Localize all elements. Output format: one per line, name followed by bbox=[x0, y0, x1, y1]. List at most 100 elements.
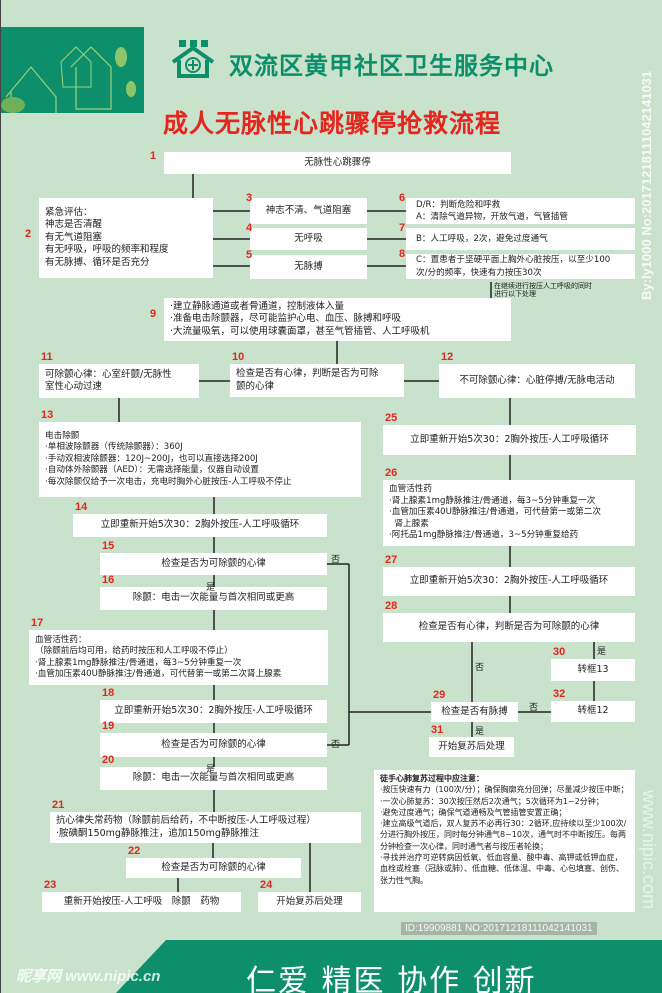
org-name: 双流区黄甲社区卫生服务中心 bbox=[229, 52, 554, 80]
flow-box-19: 检查是否为可除颤的心律 bbox=[100, 733, 327, 757]
flow-box-11: 可除颤心律：心室纤颤/无脉性室性心动过速 bbox=[39, 364, 199, 398]
step-number: 16 bbox=[102, 574, 115, 586]
flow-box-17: 血管活性药：（除颤前后均可用，给药时按压和人工呼吸不停止）·肾上腺素1mg静脉推… bbox=[29, 630, 328, 685]
flow-box-4: 无呼吸 bbox=[250, 228, 367, 250]
box-text-line: 转框12 bbox=[577, 705, 609, 717]
house-leaf-banner bbox=[1, 27, 144, 113]
step-number: 23 bbox=[44, 879, 57, 891]
note-item: ·建立高级气道后，双人复苏不必再行30：2循环,应持续以至少100次/分进行胸外… bbox=[380, 819, 627, 851]
box-text-line: 除颤：电击一次能量与首次相同或更高 bbox=[132, 592, 295, 604]
flow-box-16: 除颤：电击一次能量与首次相同或更高 bbox=[100, 587, 327, 610]
box-text-line: 检查是否为可除颤的心律 bbox=[161, 738, 266, 750]
flow-box-32: 转框12 bbox=[551, 701, 635, 722]
note-line: 在继续进行按压人工呼吸的同时 bbox=[494, 282, 592, 290]
box-text-line: A：清除气道异物，开放气道，气管插管 bbox=[416, 212, 568, 222]
box-text-line: 有无呼吸，呼吸的频率和程度 bbox=[45, 244, 169, 256]
step-number: 19 bbox=[102, 720, 115, 732]
box-text-line: 颤的心律 bbox=[236, 380, 275, 392]
step-number: 2 bbox=[25, 228, 32, 240]
flow-box-10: 检查是否有心律，判断是否为可除颤的心律 bbox=[230, 364, 404, 397]
box-text-line: 检查是否为可除颤的心律 bbox=[161, 861, 266, 873]
flow-box-5: 无脉搏 bbox=[250, 255, 367, 279]
continue-note: 在继续进行按压人工呼吸的同时进行以下处理 bbox=[494, 282, 592, 298]
step-number: 14 bbox=[75, 501, 88, 513]
box-text-line: ·大流量吸氧，可以使用球囊面罩，甚至气管插管、人工呼吸机 bbox=[170, 325, 430, 337]
step-number: 27 bbox=[385, 554, 398, 566]
box-text-line: 检查是否有脉搏 bbox=[441, 705, 508, 717]
box-text-line: 立即重新开始5次30：2胸外按压-人工呼吸循环 bbox=[114, 705, 313, 717]
step-number: 18 bbox=[102, 687, 115, 699]
flow-box-18: 立即重新开始5次30：2胸外按压-人工呼吸循环 bbox=[100, 700, 327, 723]
step-number: 20 bbox=[102, 754, 115, 766]
note-item: ·一次心肺复苏：30次按压然后2次通气；5次循环为1~2分钟； bbox=[380, 796, 604, 806]
precautions-notes: 徒手心肺复苏过程中应注意： ·按压快速有力（100次/分）；确保胸廓充分回弹；尽… bbox=[374, 770, 635, 912]
flow-box-3: 神志不清、气道阻塞 bbox=[250, 198, 367, 224]
slogan: 仁爱 精医 协作 创新 bbox=[246, 964, 537, 993]
no-label: 否 bbox=[475, 663, 485, 673]
box-text-line: D/R：判断危险和呼救 bbox=[416, 199, 501, 210]
flow-box-28: 检查是否有心律，判断是否为可除颤的心律 bbox=[383, 613, 635, 642]
box-text-line: 立即重新开始5次30：2胸外按压-人工呼吸循环 bbox=[100, 519, 300, 531]
box-text-line: ·血管加压素40U静脉推注/骨通道，可代替第一或第二次 bbox=[389, 507, 601, 518]
box-text-line: 电击除颤 bbox=[45, 430, 80, 441]
box-text-line: 神志是否清醒 bbox=[45, 219, 103, 231]
flow-box-9: ·建立静脉通道或者骨通道，控制液体入量·准备电击除颤器，尽可能监护心电、血压、脉… bbox=[164, 298, 511, 341]
step-number: 30 bbox=[553, 646, 566, 658]
box-text-line: 可除颤心律：心室纤颤/无脉性 bbox=[45, 368, 172, 380]
flow-box-22: 检查是否为可除颤的心律 bbox=[126, 858, 301, 878]
step-number: 11 bbox=[41, 351, 53, 363]
step-number: 29 bbox=[433, 689, 446, 701]
step-number: 9 bbox=[150, 308, 157, 320]
step-number: 3 bbox=[246, 192, 253, 204]
box-text-line: 开始复苏后处理 bbox=[276, 895, 343, 907]
box-text-line: 立即重新开始5次30：2胸外按压-人工呼吸循环 bbox=[410, 433, 609, 445]
step-number: 21 bbox=[52, 799, 65, 811]
step-number: 8 bbox=[399, 248, 406, 260]
house-icon bbox=[1, 46, 136, 113]
step-number: 25 bbox=[385, 412, 398, 424]
box-text-line: 血管活性药： bbox=[35, 634, 87, 645]
box-text-line: 检查是否为可除颤的心律 bbox=[161, 557, 266, 569]
note-item: ·寻找并治疗可逆转病因低氧、低血容量、酸中毒、高钾或低钾血症，血栓或栓塞（冠脉或… bbox=[380, 853, 624, 885]
box-text-line: ·手动双相波除颤器：120J~200J，也可以直接选择200J bbox=[45, 453, 258, 464]
flow-box-27: 立即重新开始5次30：2胸外按压-人工呼吸循环 bbox=[383, 567, 635, 596]
flow-box-14: 立即重新开始5次30：2胸外按压-人工呼吸循环 bbox=[73, 514, 327, 537]
step-number: 6 bbox=[399, 192, 406, 204]
footer-band bbox=[116, 940, 662, 993]
note-line: 进行以下处理 bbox=[494, 290, 536, 298]
page-title: 成人无脉性心跳骤停抢救流程 bbox=[162, 109, 501, 138]
box-text-line: 开始复苏后处理 bbox=[438, 740, 505, 752]
yes-label: 是 bbox=[206, 583, 216, 593]
no-label: 否 bbox=[331, 555, 341, 565]
box-text-line: 转框13 bbox=[577, 663, 609, 675]
flow-box-12: 不可除颤心律：心脏停搏/无脉电活动 bbox=[439, 364, 635, 398]
step-number: 22 bbox=[128, 845, 141, 857]
flow-box-21: 抗心律失常药物（除颤前后给药，不中断按压-人工呼吸过程）·胺碘酮150mg静脉推… bbox=[50, 812, 361, 843]
side-url-watermark: www.nipic.com bbox=[639, 790, 659, 910]
flow-box-29: 检查是否有脉搏 bbox=[431, 702, 518, 722]
flow-box-20: 除颤：电击一次能量与首次相同或更高 bbox=[100, 767, 327, 790]
step-number: 15 bbox=[102, 540, 115, 552]
box-text-line: 无脉搏 bbox=[294, 260, 323, 272]
flow-box-23: 重新开始按压-人工呼吸 除颤 药物 bbox=[42, 892, 241, 912]
id-watermark: ID:19909881 NO:20171218111042141031 bbox=[401, 922, 597, 935]
box-text-line: B：人工呼吸，2次，避免过度通气 bbox=[416, 233, 548, 244]
no-label: 否 bbox=[331, 740, 341, 750]
step-number: 26 bbox=[385, 467, 398, 479]
box-text-line: ·自动体外除颤器（AED）：无需选择能量，仪器自动设置 bbox=[45, 465, 260, 476]
step-number: 31 bbox=[431, 724, 444, 736]
box-text-line: 检查是否有心律，判断是否为可除颤的心律 bbox=[418, 621, 600, 633]
flow-box-24: 开始复苏后处理 bbox=[258, 892, 361, 912]
flow-box-31: 开始复苏后处理 bbox=[429, 737, 514, 757]
flow-box-2: 紧急评估：神志是否清醒有无气道阻塞有无呼吸，呼吸的频率和程度有无脉搏、循环是否充… bbox=[39, 198, 213, 278]
step-number: 28 bbox=[385, 600, 398, 612]
box-text-line: 无脉性心跳骤停 bbox=[304, 156, 371, 168]
notes-title: 徒手心肺复苏过程中应注意： bbox=[380, 774, 484, 783]
box-text-line: 血管活性药 bbox=[389, 484, 432, 495]
box-text-line: 次/分的频率，快速有力按压30次 bbox=[416, 267, 542, 278]
yes-label: 是 bbox=[475, 727, 485, 737]
box-text-line: ·肾上腺素1mg静脉推注/骨通道，每3~5分钟重复一次 bbox=[389, 495, 596, 506]
step-number: 32 bbox=[553, 688, 566, 700]
